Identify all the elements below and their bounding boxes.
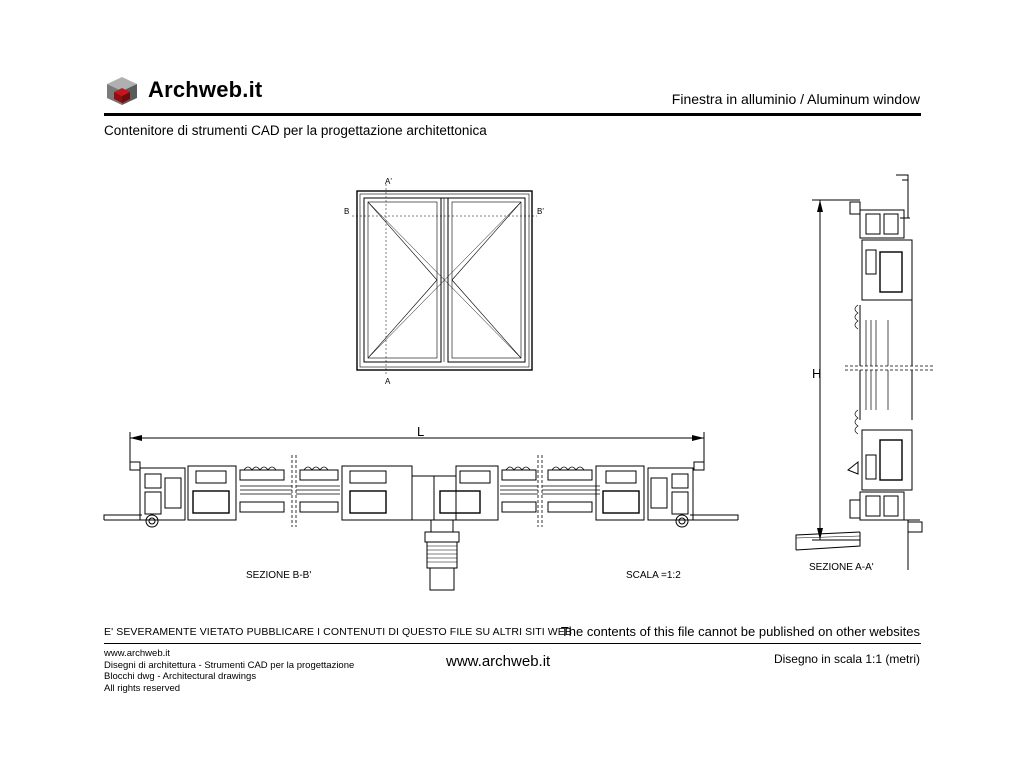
footer-line-rights: All rights reserved [104,682,181,694]
window-elevation [352,184,537,375]
scale-label: SCALA =1:2 [626,570,681,581]
archweb-logo [107,77,137,105]
footer-line-blocks: Blocchi dwg - Architectural drawings [104,671,257,682]
page-subtitle: Contenitore di strumenti CAD per la prog… [104,123,487,138]
footer-website: www.archweb.it [446,653,551,670]
section-aa-drawing [795,174,935,570]
brand-name: Archweb.it [148,77,263,102]
footer-credits: www.archweb.it Disegni di architettura -… [104,648,354,694]
dimension-h-label: H [812,366,821,381]
footer-line-drawings: Disegni di architettura - Strumenti CAD … [104,659,355,671]
section-bb-drawing [103,432,739,591]
footer-line-website: www.archweb.it [104,648,170,659]
disclaimer-italian: E' SEVERAMENTE VIETATO PUBBLICARE I CONT… [104,626,572,638]
label-b-prime: B' [537,207,544,216]
disclaimer-english: The contents of this file cannot be publ… [560,624,920,639]
header-rule [104,113,921,116]
page-title: Finestra in alluminio / Aluminum window [671,91,920,107]
label-a-prime: A' [385,177,392,186]
label-a: A [385,377,391,386]
label-b: B [344,207,349,216]
footer-scale-note: Disegno in scala 1:1 (metri) [773,652,920,666]
section-bb-label: SEZIONE B-B' [246,570,311,581]
footer-rule [104,643,921,644]
section-aa-label: SEZIONE A-A' [809,562,874,573]
dimension-l-label: L [417,424,424,439]
